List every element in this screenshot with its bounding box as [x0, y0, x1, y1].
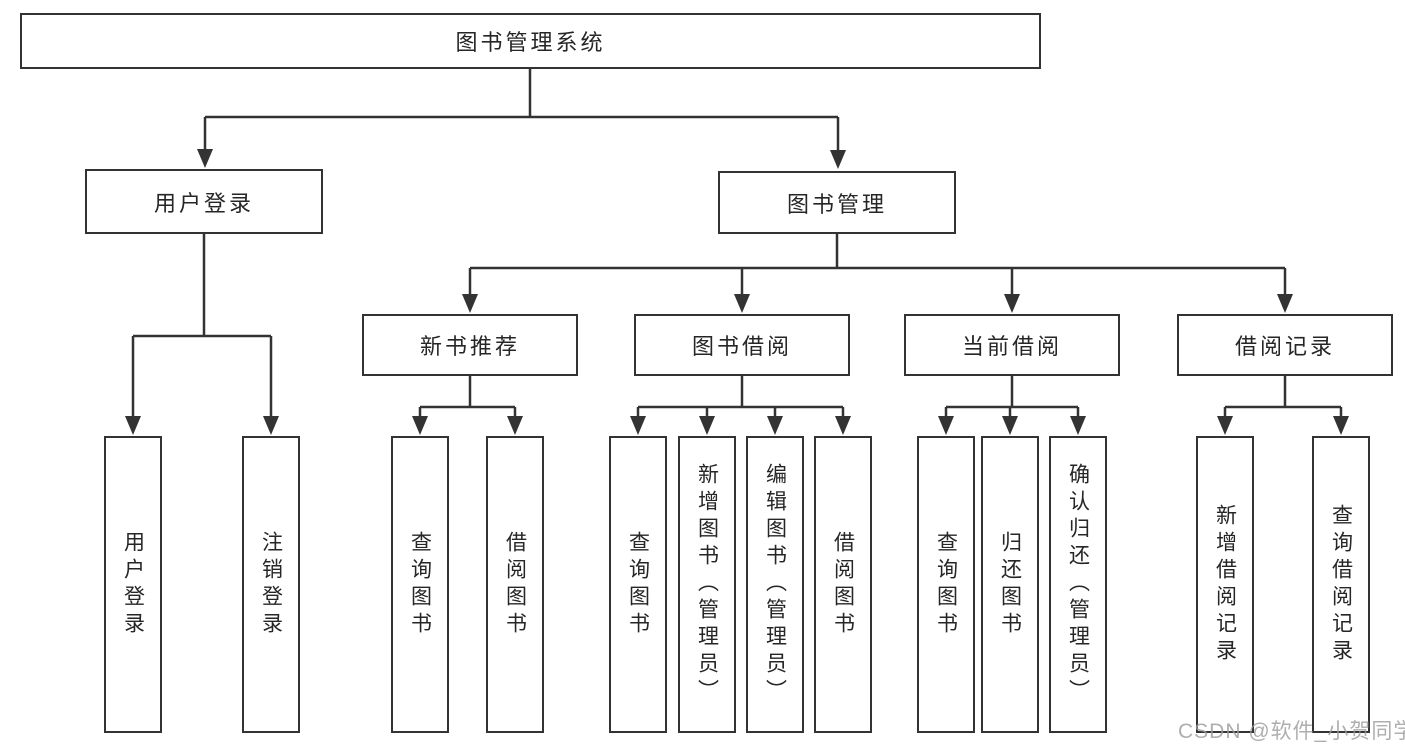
leaf-logout-login: 注销登录	[242, 436, 300, 733]
node-book-management: 图书管理	[718, 171, 956, 234]
leaf-borrow-query-books: 查询图书	[609, 436, 667, 733]
leaf-record-add-borrow-record: 新增借阅记录	[1196, 436, 1254, 733]
leaf-user-login: 用户登录	[104, 436, 162, 733]
leaf-record-query-borrow-record: 查询借阅记录	[1312, 436, 1370, 733]
leaf-borrow-edit-books-admin: 编辑图书（管理员）	[746, 436, 804, 733]
leaf-newbook-borrow-books: 借阅图书	[486, 436, 544, 733]
leaf-borrow-borrow-books: 借阅图书	[814, 436, 872, 733]
node-new-book-recommend: 新书推荐	[362, 314, 578, 376]
leaf-current-return-books: 归还图书	[981, 436, 1039, 733]
leaf-current-query-books: 查询图书	[917, 436, 975, 733]
node-book-borrow: 图书借阅	[634, 314, 850, 376]
node-borrow-record: 借阅记录	[1177, 314, 1393, 376]
watermark-text: CSDN @软件_小贺同学	[1178, 720, 1405, 743]
leaf-current-confirm-return-admin: 确认归还（管理员）	[1049, 436, 1107, 733]
node-current-borrow: 当前借阅	[904, 314, 1120, 376]
leaf-borrow-add-books-admin: 新增图书（管理员）	[678, 436, 736, 733]
node-user-login: 用户登录	[85, 169, 323, 234]
leaf-newbook-query-books: 查询图书	[391, 436, 449, 733]
node-library-management-system: 图书管理系统	[20, 13, 1041, 69]
